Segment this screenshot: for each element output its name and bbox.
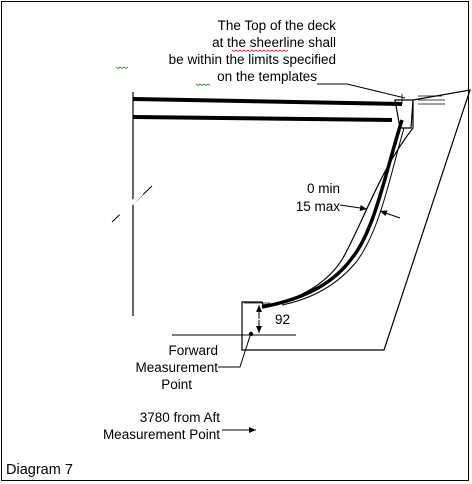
- deck-top-line: [132, 97, 403, 106]
- forward-label-line-3: Point: [161, 377, 192, 392]
- note-line-2: at the sheerline shall: [212, 35, 336, 50]
- break-symbol: [111, 185, 153, 223]
- forward-label-line-1: Forward: [168, 343, 218, 358]
- diagram-caption: Diagram 7: [6, 462, 73, 478]
- thickness-arrow-left: [339, 204, 368, 211]
- note-line-1: The Top of the deck: [218, 18, 337, 33]
- deck-lower-line: [132, 115, 393, 122]
- forward-point-leader: [218, 335, 251, 368]
- dim-92-label: 92: [275, 312, 290, 327]
- hull-curve: [261, 119, 404, 309]
- note-underline-sheerline: [231, 49, 289, 52]
- note-line-3: be within the limits specified: [169, 52, 336, 67]
- note-line-4: on the templates: [217, 69, 317, 84]
- template-outline: [241, 89, 471, 351]
- hull-curve-inner: [281, 127, 405, 306]
- thickness-max-label: 15 max: [296, 199, 341, 214]
- thickness-arrow-right: [379, 210, 401, 219]
- note-underline-on: [195, 83, 211, 86]
- sheerline-note: The Top of the deck at the sheerline sha…: [169, 18, 337, 84]
- aft-label-line-1: 3780 from Aft: [140, 410, 221, 425]
- note-underline-be: [115, 66, 129, 69]
- thickness-min-label: 0 min: [307, 181, 340, 196]
- note-leader-line: [317, 83, 406, 99]
- forward-label-line-2: Measurement: [135, 360, 218, 375]
- aft-label-line-2: Measurement Point: [103, 427, 220, 442]
- sheer-block: [394, 99, 414, 129]
- forward-measurement-point-marker: [248, 331, 254, 337]
